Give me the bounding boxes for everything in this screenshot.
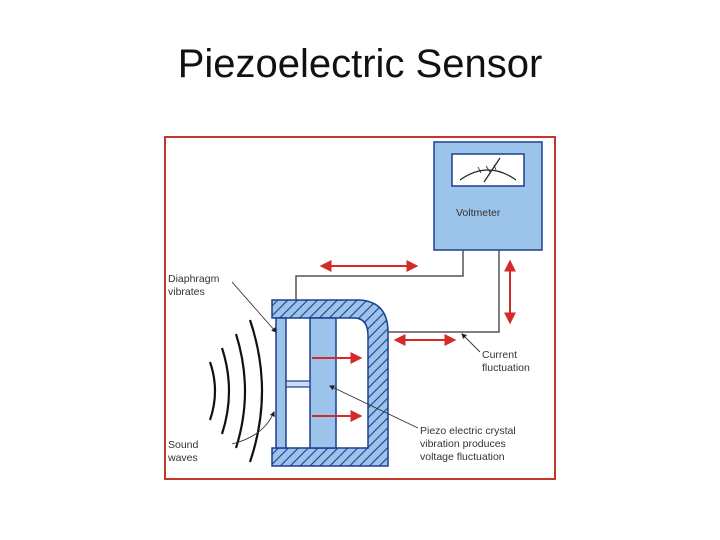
piezo-crystal — [309, 317, 337, 449]
diaphragm-label: Diaphragm vibrates — [168, 273, 222, 298]
diagram-canvas: Voltmeter Diaphragm vibrates So — [164, 136, 556, 480]
wires — [295, 250, 500, 333]
piezo-diagram: Voltmeter Diaphragm vibrates So — [164, 136, 556, 480]
label-pointers — [231, 281, 481, 445]
connecting-rod — [285, 380, 311, 388]
diaphragm — [275, 317, 287, 449]
crystal-label: Piezo electric crystal vibration produce… — [420, 425, 519, 463]
sound-waves-icon — [208, 319, 264, 463]
sound-waves-label: Sound waves — [167, 439, 201, 464]
voltmeter: Voltmeter — [433, 141, 543, 251]
motion-arrows — [312, 259, 516, 422]
page-title: Piezoelectric Sensor — [177, 42, 543, 86]
current-label: Current fluctuation — [482, 349, 530, 374]
meter-needle-icon — [483, 157, 501, 183]
sensor-housing — [271, 299, 389, 467]
voltmeter-label: Voltmeter — [456, 207, 501, 219]
